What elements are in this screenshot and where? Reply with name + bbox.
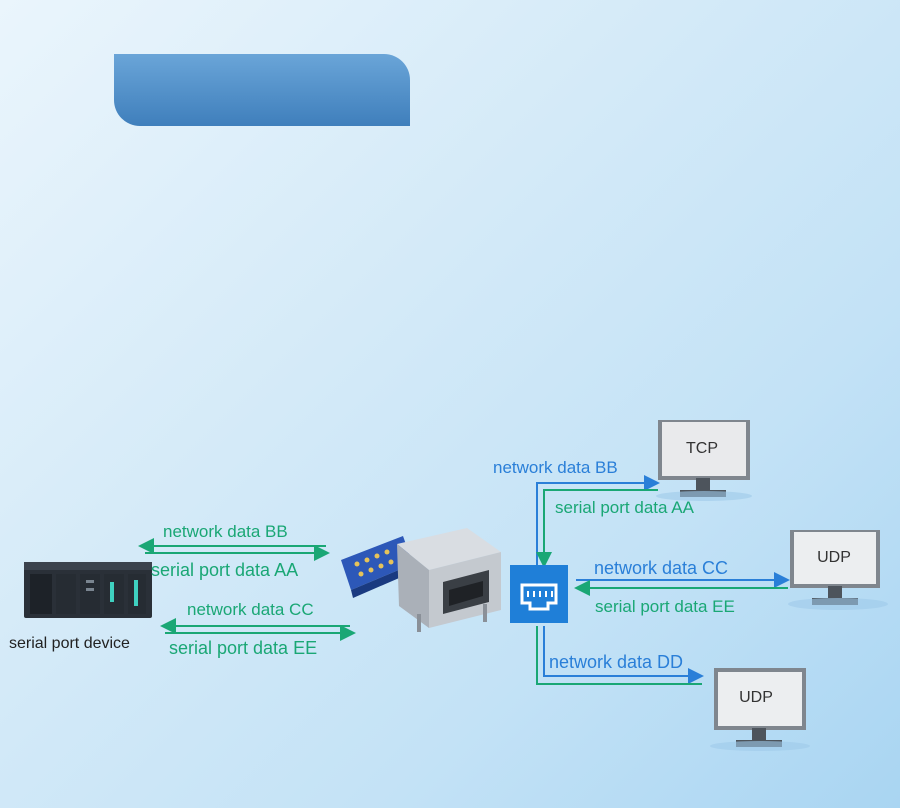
label-left-network-cc: network data CC (187, 600, 314, 619)
monitor-udp-middle-icon (788, 530, 888, 610)
label-left-serial-aa: serial port data AA (151, 560, 299, 580)
label-right-network-dd: network data DD (549, 652, 684, 672)
arrow-right-network-dd (543, 626, 704, 684)
label-left-serial-ee: serial port data EE (169, 638, 318, 658)
label-right-network-bb: network data BB (493, 458, 618, 477)
monitor-tcp-label: TCP (686, 440, 718, 457)
network-port-icon (510, 565, 568, 623)
monitor-udp-middle-label: UDP (817, 549, 851, 566)
monitor-udp-bottom-label: UDP (739, 689, 773, 706)
label-right-serial-aa: serial port data AA (555, 498, 694, 517)
label-right-network-cc: network data CC (594, 558, 729, 578)
ethernet-module-icon (341, 528, 501, 632)
title-banner (114, 54, 410, 126)
label-right-serial-ee: serial port data EE (595, 597, 735, 616)
arrow-right-network-bb (536, 475, 660, 568)
monitor-tcp-icon (656, 420, 752, 501)
arrow-right-return-dd (536, 626, 702, 685)
serial-device-icon (24, 562, 152, 618)
label-left-network-bb: network data BB (163, 522, 288, 541)
arrow-right-serial-aa (536, 489, 658, 568)
monitor-udp-bottom-icon (710, 668, 810, 751)
serial-device-label: serial port device (9, 635, 130, 652)
